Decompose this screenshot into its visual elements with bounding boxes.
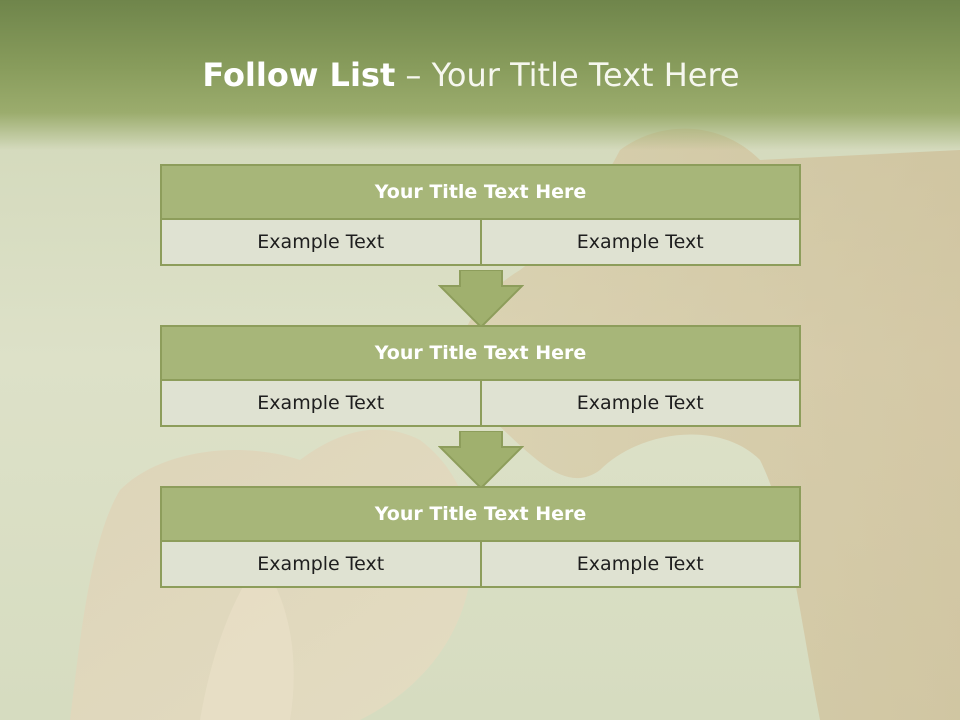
- block-cell-left: Example Text: [160, 379, 482, 427]
- block-cell-right: Example Text: [479, 218, 801, 266]
- slide-title-bold: Follow List: [202, 56, 396, 94]
- slide-title: Follow List – Your Title Text Here: [0, 56, 942, 94]
- down-arrow-icon: [438, 431, 524, 489]
- block-cell-right: Example Text: [479, 379, 801, 427]
- block-row: Example Text Example Text: [160, 540, 801, 588]
- block-title: Your Title Text Here: [160, 486, 801, 542]
- block-row: Example Text Example Text: [160, 379, 801, 427]
- list-block-2: Your Title Text Here Example Text Exampl…: [160, 325, 801, 427]
- header-band: [0, 0, 960, 150]
- block-row: Example Text Example Text: [160, 218, 801, 266]
- list-block-1: Your Title Text Here Example Text Exampl…: [160, 164, 801, 266]
- block-title: Your Title Text Here: [160, 325, 801, 381]
- list-block-3: Your Title Text Here Example Text Exampl…: [160, 486, 801, 588]
- slide-title-rest: – Your Title Text Here: [395, 56, 740, 94]
- block-title: Your Title Text Here: [160, 164, 801, 220]
- down-arrow-icon: [438, 270, 524, 328]
- block-cell-left: Example Text: [160, 540, 482, 588]
- block-cell-left: Example Text: [160, 218, 482, 266]
- block-cell-right: Example Text: [479, 540, 801, 588]
